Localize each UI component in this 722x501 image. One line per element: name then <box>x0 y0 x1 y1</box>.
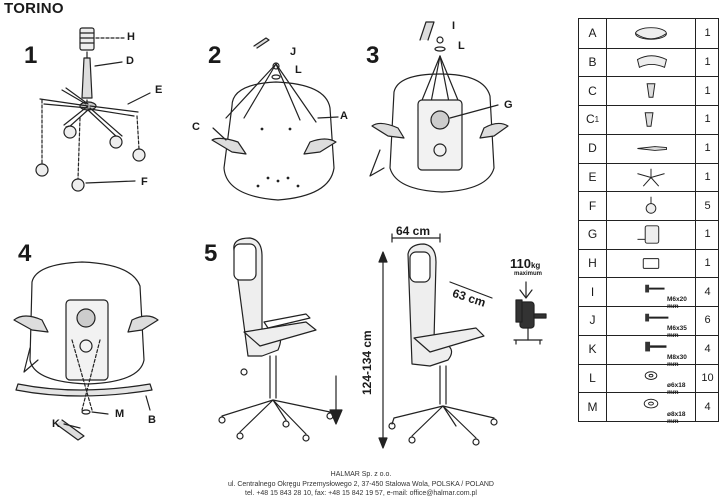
part-image: ø8x18 mm <box>607 392 695 425</box>
part-image <box>607 163 695 192</box>
part-image <box>607 191 695 220</box>
part-letter: G <box>579 220 607 249</box>
part-quantity: 6 <box>695 306 719 335</box>
step-number-5: 5 <box>204 240 218 267</box>
step5-drawing <box>218 237 343 442</box>
label-i: I <box>452 20 456 32</box>
label-k: K <box>52 418 60 430</box>
part-image: M6x35 mm <box>607 306 695 339</box>
label-m: M <box>115 408 125 420</box>
footer: HALMAR Sp. z o.o. ul. Centralnego Okręgu… <box>0 470 722 499</box>
max-load-icon <box>513 281 547 345</box>
part-size: M6x35 mm <box>667 324 687 339</box>
part-image <box>607 105 695 134</box>
part-size: ø8x18 mm <box>667 410 686 425</box>
dimension-height: 124-134 cm <box>360 330 374 395</box>
step3-drawing <box>369 21 509 193</box>
part-image: ø6x18 mm <box>607 364 695 397</box>
part-image <box>607 220 695 249</box>
part-image <box>607 76 695 105</box>
label-c: C <box>192 121 200 133</box>
max-load-note: maximum <box>514 271 543 277</box>
part-quantity: 4 <box>695 334 719 364</box>
part-quantity: 4 <box>695 277 719 307</box>
parts-row: I M6x20 mm 4 <box>579 277 719 310</box>
step1-drawing <box>35 27 151 192</box>
part-letter: M <box>579 392 607 421</box>
part-quantity: 1 <box>695 76 719 106</box>
part-quantity: 1 <box>695 133 719 163</box>
label-f: F <box>141 176 148 188</box>
part-letter: D <box>579 133 607 163</box>
step-number-4: 4 <box>18 240 32 267</box>
part-letter: E <box>579 162 607 192</box>
part-quantity: 1 <box>695 220 719 249</box>
part-size: M6x20 mm <box>667 296 687 311</box>
part-image: M6x20 mm <box>607 277 695 310</box>
step4-drawing <box>13 261 159 441</box>
part-letter: A <box>579 19 607 48</box>
part-quantity: 1 <box>695 47 719 77</box>
part-quantity: 1 <box>695 248 719 278</box>
label-l-step3: L <box>458 40 465 52</box>
part-letter: C <box>579 76 607 106</box>
page-title: TORINO <box>4 0 64 17</box>
part-letter: I <box>579 277 607 307</box>
part-quantity: 10 <box>695 363 719 393</box>
step-number-3: 3 <box>366 42 380 69</box>
part-image <box>607 249 695 278</box>
max-load-value: 110kg <box>510 256 541 271</box>
label-b: B <box>148 414 156 426</box>
part-quantity: 1 <box>695 105 719 134</box>
dimension-width: 64 cm <box>396 224 431 238</box>
parts-row: K M8x30 mm 4 <box>579 334 719 368</box>
label-d: D <box>126 55 134 67</box>
label-g: G <box>504 99 513 111</box>
step-number-2: 2 <box>208 42 222 69</box>
dimension-drawing <box>378 233 498 449</box>
part-image <box>607 19 695 48</box>
part-quantity: 1 <box>695 162 719 192</box>
part-letter: J <box>579 306 607 335</box>
footer-address: ul. Centralnego Okręgu Przemysłowego 2, … <box>227 480 494 488</box>
label-h: H <box>127 31 135 43</box>
part-quantity: 5 <box>695 191 719 220</box>
footer-contact: tel. +48 15 843 28 10, fax: +48 15 842 1… <box>245 490 477 497</box>
part-letter: L <box>579 363 607 393</box>
part-quantity: 1 <box>695 19 719 48</box>
part-image: M8x30 mm <box>607 335 695 368</box>
parts-row: J M6x35 mm 6 <box>579 306 719 339</box>
part-image <box>607 134 695 163</box>
label-a: A <box>340 110 348 122</box>
label-e: E <box>155 84 163 96</box>
part-letter: H <box>579 248 607 278</box>
step2-drawing <box>211 37 339 201</box>
part-size: ø6x18 mm <box>667 382 686 397</box>
part-image <box>607 48 695 77</box>
part-letter: B <box>579 47 607 77</box>
part-letter: F <box>579 191 607 220</box>
label-l-step2: L <box>295 64 302 76</box>
label-j: J <box>290 46 297 58</box>
part-letter: K <box>579 334 607 364</box>
part-quantity: 4 <box>695 392 719 421</box>
footer-company: HALMAR Sp. z o.o. <box>330 471 392 478</box>
step-number-1: 1 <box>24 42 38 69</box>
part-size: M8x30 mm <box>667 353 687 368</box>
